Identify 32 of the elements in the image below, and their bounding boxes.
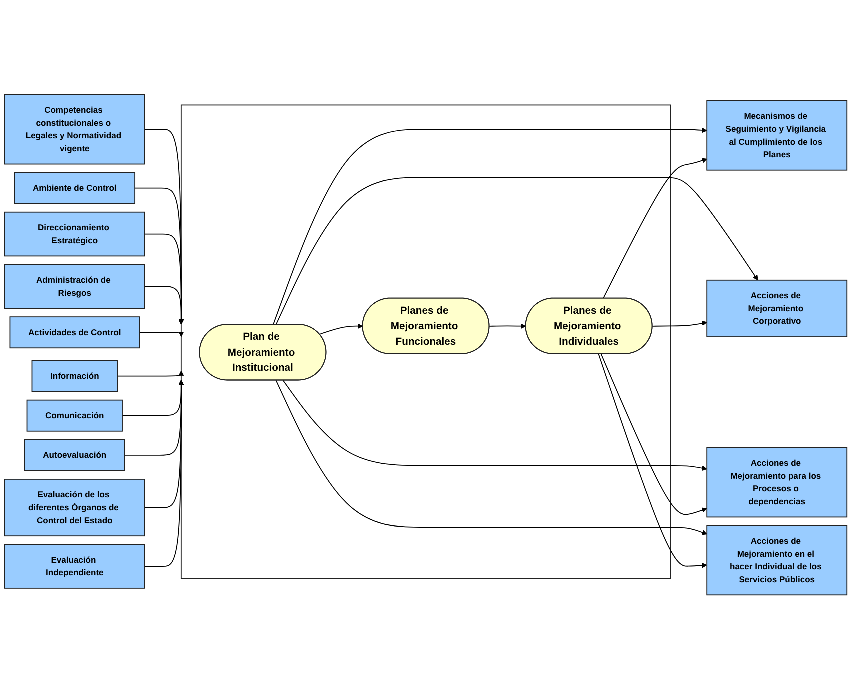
node-box: Competencias constitucionales o Legales y Normatividad vigente [4, 94, 146, 166]
cluster [180, 105, 672, 580]
arrow [319, 324, 364, 336]
node-box: Acciones de Mejoramiento en el hacer Individual de los Servicios Públicos [706, 526, 848, 596]
node-box: Acciones de Mejoramiento para los Procesos o dependencias [706, 448, 848, 518]
node-box: Actividades de Control [10, 317, 140, 350]
arrow [117, 371, 184, 378]
node-box: Información [32, 360, 118, 393]
arrow [276, 178, 758, 326]
arrow [652, 321, 708, 328]
arrow [144, 380, 184, 568]
node-box: Evaluación Independiente [4, 544, 146, 590]
node-box: Comunicación [26, 400, 123, 432]
arrow [144, 234, 184, 326]
node-box: Evaluación de los diferentes Órganos de Control del Estado [4, 480, 146, 538]
arrow [134, 188, 184, 326]
arrow [600, 354, 708, 516]
node-box: Mecanismos de Seguimiento y Vigilancia al Cumplimiento de los Planes [706, 100, 848, 172]
arrow [282, 380, 708, 472]
arrow [276, 380, 708, 536]
arrow [144, 286, 184, 326]
arrow [598, 354, 708, 569]
node-box: Administración de Riesgos [4, 264, 146, 310]
arrow [272, 128, 708, 326]
node-box: Ambiente de Control [14, 172, 136, 205]
arrow [139, 332, 184, 338]
arrow [144, 130, 184, 326]
arrow [489, 324, 526, 330]
arrow [603, 158, 708, 300]
node-box: Direccionamiento Estratégico [4, 212, 146, 258]
node-box: Autoevaluación [24, 440, 126, 472]
node-box: Acciones de Mejoramiento Corporativo [706, 280, 848, 338]
